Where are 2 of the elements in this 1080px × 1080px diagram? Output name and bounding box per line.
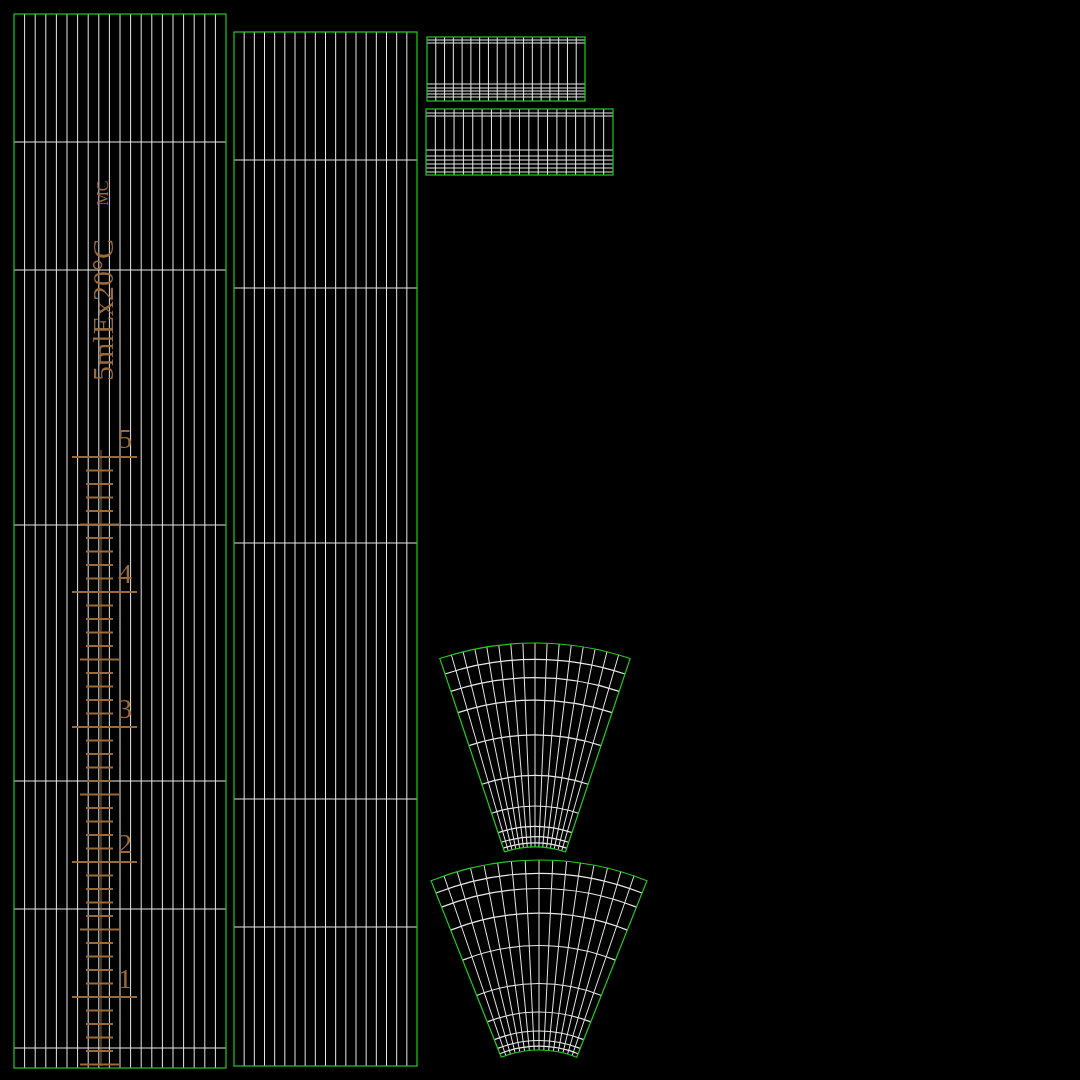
- volume-text: 5mlEx20°C: [88, 239, 118, 381]
- mark-text: MC: [94, 180, 111, 206]
